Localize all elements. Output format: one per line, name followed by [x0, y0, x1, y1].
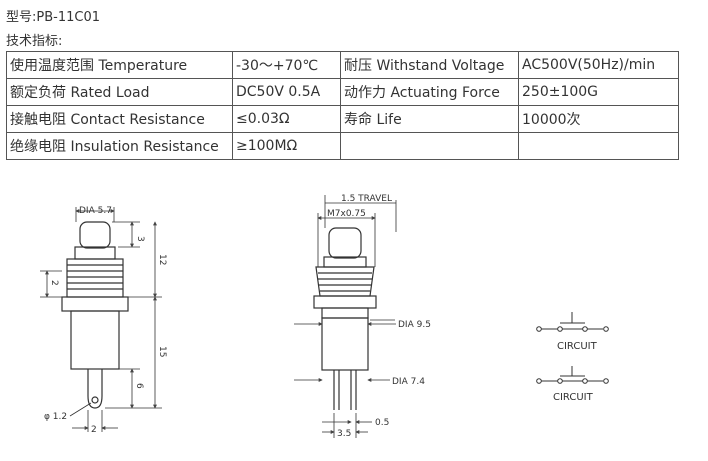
side-view-middle [294, 195, 397, 438]
circuit-symbol-bottom [536, 366, 609, 384]
table-cell: 额定负荷 Rated Load [6, 78, 233, 106]
specs-heading: 技术指标: [6, 34, 63, 49]
travel-label: 1.5 TRAVEL [341, 194, 392, 204]
nut-shape [313, 295, 377, 309]
specs-table: 使用温度范围 Temperature -30～+70℃ 耐压 Withstand… [6, 51, 679, 160]
dim-3-label: 3 [135, 236, 145, 242]
table-cell: 250±100G [518, 78, 679, 106]
model-number: 型号:PB-11C01 [6, 10, 100, 25]
table-row: 使用温度范围 Temperature -30～+70℃ 耐压 Withstand… [6, 51, 679, 79]
thread-label: M7x0.75 [327, 209, 366, 219]
table-row: 额定负荷 Rated Load DC50V 0.5A 动作力 Actuating… [6, 78, 679, 106]
thread-shape [315, 266, 375, 297]
dim-2-top-label: 2 [49, 280, 59, 286]
dim-12-label: 12 [157, 254, 167, 265]
terminal-shape [87, 369, 103, 409]
table-cell [518, 132, 679, 160]
table-cell: 绝缘电阻 Insulation Resistance [6, 132, 233, 160]
dim-05-label: 0.5 [375, 418, 389, 428]
neck-shape [74, 246, 116, 260]
table-cell: ≥100MΩ [232, 132, 341, 160]
dim-2-bottom-label: 2 [91, 425, 97, 435]
body-shape [321, 317, 369, 371]
table-cell: 耐压 Withstand Voltage [340, 51, 519, 79]
table-cell: DC50V 0.5A [232, 78, 341, 106]
body-shape [70, 310, 120, 370]
dia-74-label: DIA 7.4 [392, 377, 425, 387]
nut-shape [61, 296, 129, 312]
table-cell [340, 132, 519, 160]
dim-6-label: 6 [134, 383, 144, 389]
table-cell: ≤0.03Ω [232, 105, 341, 133]
dia-57-label: DIA 5.7 [79, 206, 112, 216]
circuit-bottom-label: CIRCUIT [553, 392, 594, 403]
dia-95-label: DIA 9.5 [398, 320, 431, 330]
flange-shape [321, 307, 369, 319]
cap-shape [328, 227, 362, 259]
circuit-symbol-top [536, 312, 609, 332]
side-view-left [40, 207, 162, 432]
circuit-top-label: CIRCUIT [557, 341, 598, 352]
dim-35-label: 3.5 [337, 429, 351, 439]
table-cell: AC500V(50Hz)/min [518, 51, 679, 79]
phi-12-label: φ 1.2 [44, 412, 67, 422]
table-row: 绝缘电阻 Insulation Resistance ≥100MΩ [6, 132, 679, 160]
table-cell: 接触电阻 Contact Resistance [6, 105, 233, 133]
cap-shape [79, 221, 111, 249]
table-cell: 动作力 Actuating Force [340, 78, 519, 106]
dim-15-label: 15 [157, 346, 167, 357]
table-cell: 使用温度范围 Temperature [6, 51, 233, 79]
